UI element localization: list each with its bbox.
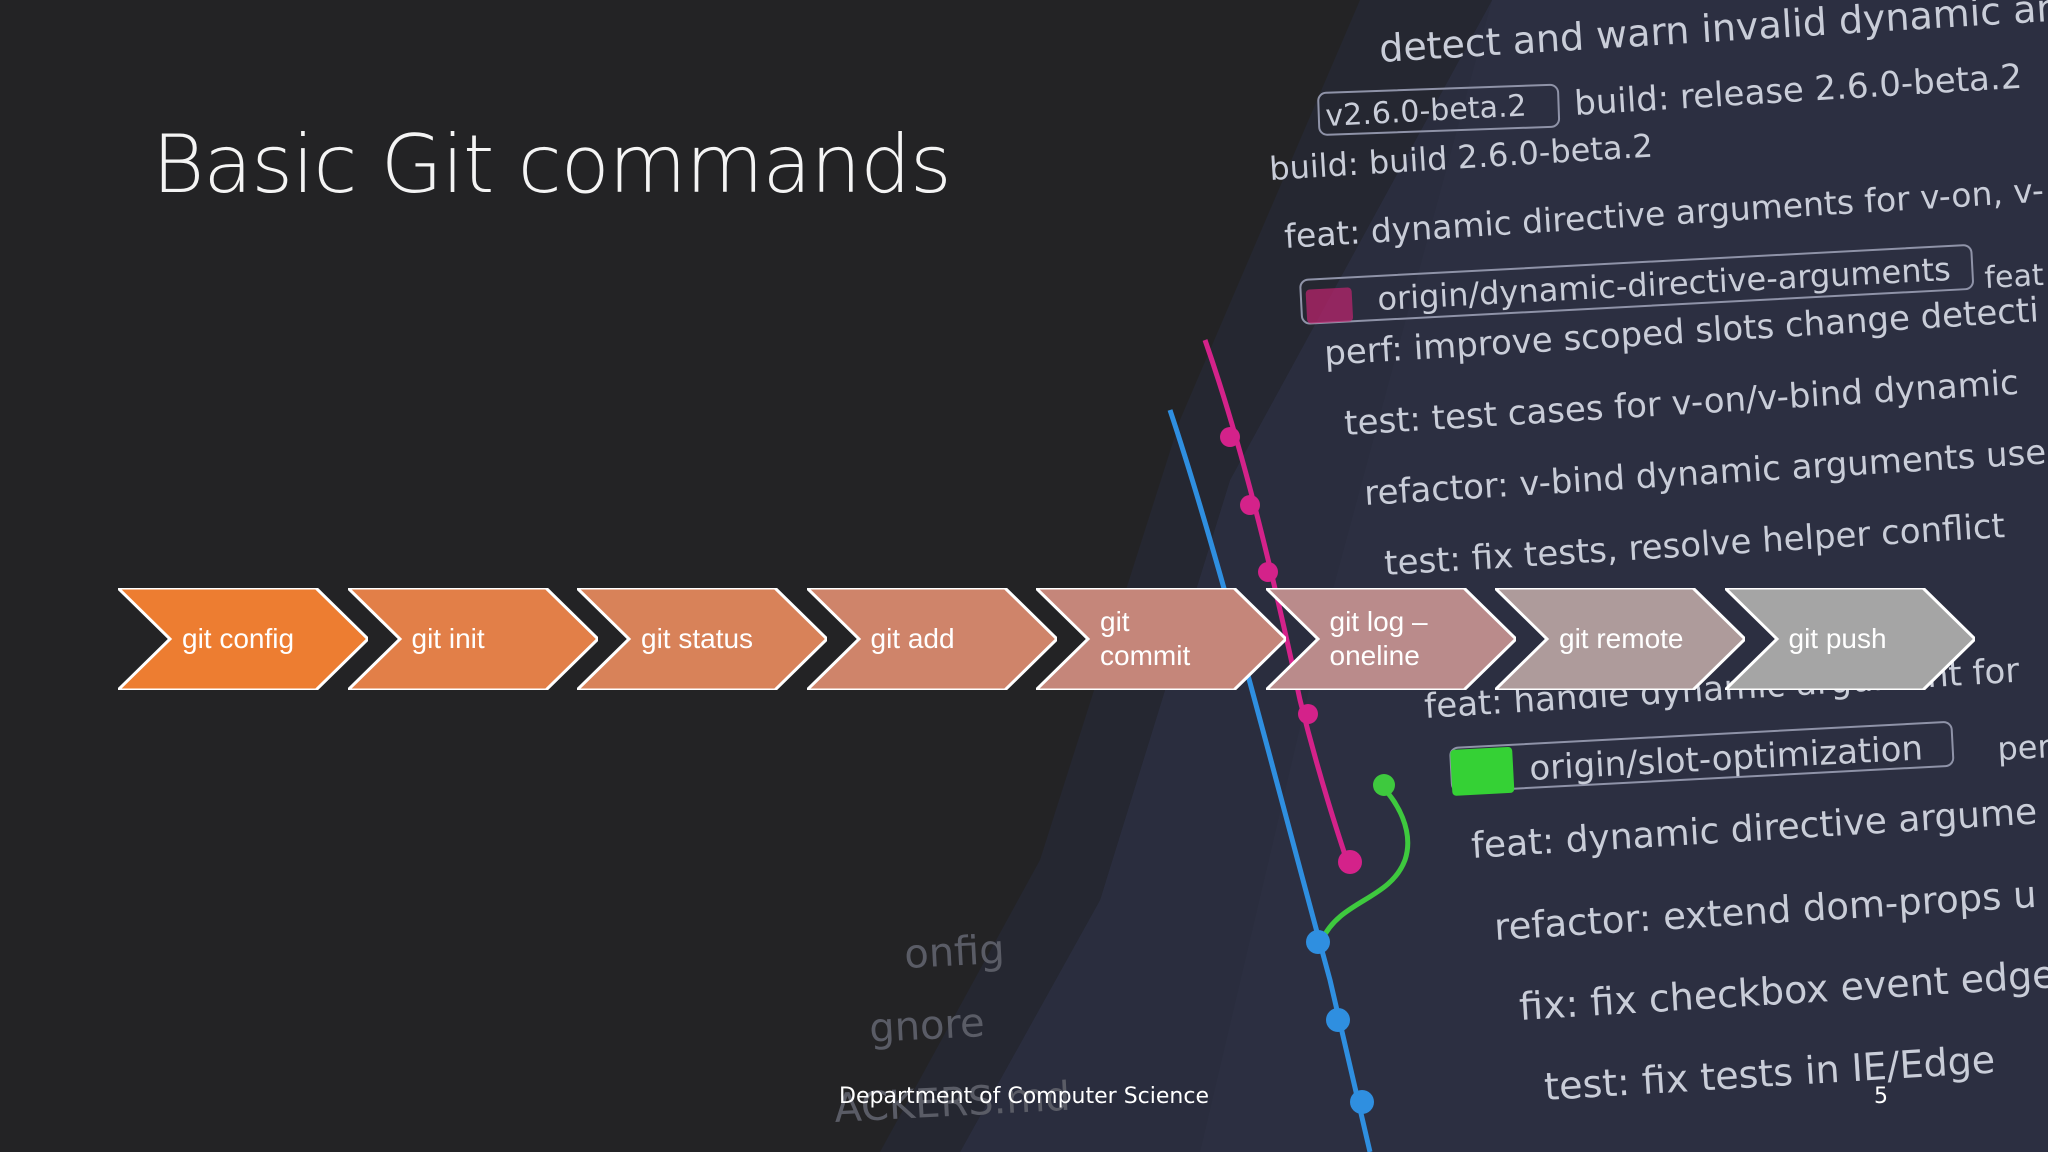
process-step-label: git add — [870, 623, 955, 654]
chevron-arrow — [1265, 588, 1516, 690]
process-step-label: git commit — [1100, 606, 1191, 671]
process-step-label: git config — [182, 623, 295, 654]
chevron-arrow — [1036, 588, 1286, 690]
process-step-2: git init — [347, 588, 598, 690]
chevron-arrow — [1495, 588, 1745, 690]
chevron-arrow — [577, 588, 827, 690]
slide-footer: Department of Computer Science — [839, 1084, 1209, 1109]
code-side-label: perf: — [1996, 726, 2048, 768]
process-step-label: git log – oneline — [1329, 606, 1428, 671]
process-step-6: git log – oneline — [1265, 588, 1516, 690]
process-step-label: git push — [1788, 623, 1887, 654]
background-file-name: gnore — [868, 1000, 986, 1052]
process-step-7: git remote — [1495, 588, 1745, 690]
process-step-label: git init — [411, 623, 485, 654]
process-step-4: git add — [806, 588, 1057, 690]
process-step-5: git commit — [1036, 588, 1286, 690]
process-step-3: git status — [577, 588, 827, 690]
process-step-1: git config — [118, 588, 368, 690]
chevron-arrow — [1724, 588, 1975, 690]
process-step-label: git remote — [1559, 623, 1684, 654]
chevron-arrow — [347, 588, 598, 690]
code-side-label: feat — [1984, 258, 2045, 296]
chevron-arrow — [118, 588, 368, 690]
process-step-8: git push — [1724, 588, 1975, 690]
page-number: 5 — [1874, 1084, 1888, 1109]
background-file-name: onfig — [903, 927, 1006, 978]
process-step-label: git status — [641, 623, 754, 654]
slide-title: Basic Git commands — [152, 118, 952, 211]
chevron-arrow — [806, 588, 1057, 690]
